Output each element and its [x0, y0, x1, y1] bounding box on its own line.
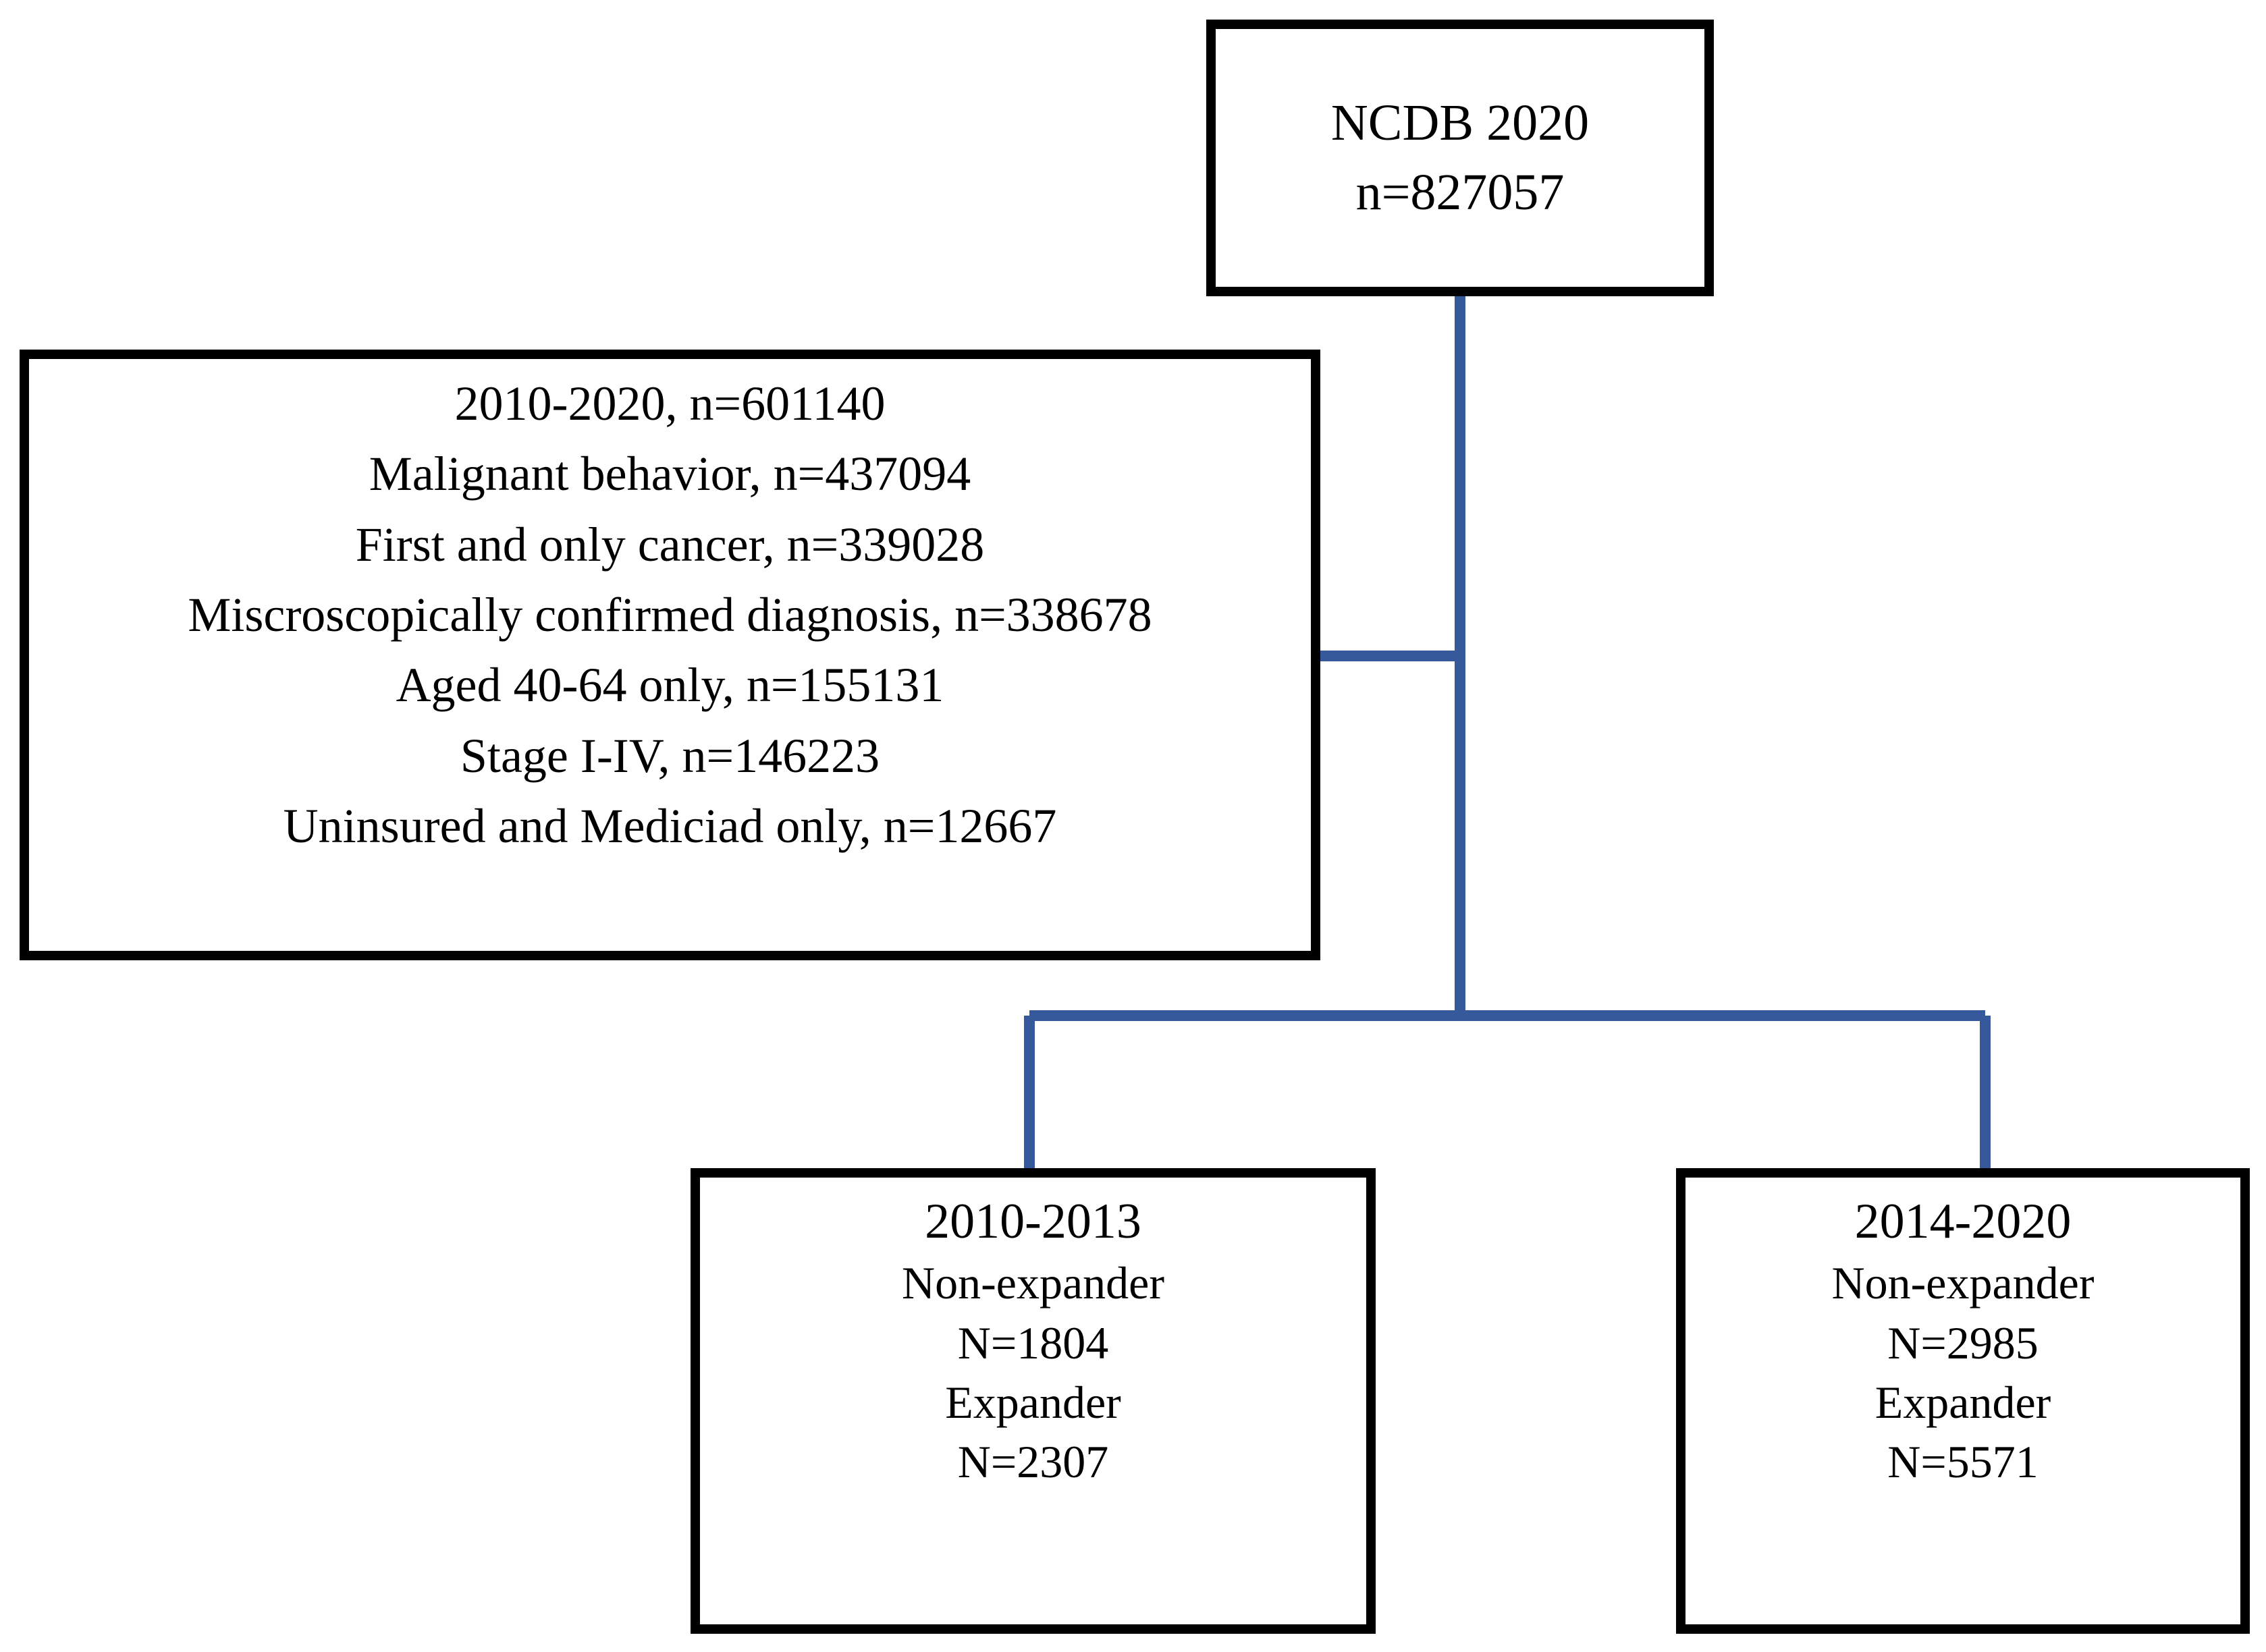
node-ncdb-line-2: n=827057	[1355, 164, 1565, 221]
cohort-early-heading: 2010-2013	[925, 1194, 1141, 1249]
node-ncdb-source: NCDB 2020 n=827057	[1206, 20, 1714, 296]
node-cohort-2014-2020: 2014-2020 Non-expander N=2985 Expander N…	[1676, 1168, 2250, 1634]
cohort-early-non-expander-label: Non-expander	[902, 1257, 1164, 1309]
cohort-late-heading: 2014-2020	[1854, 1194, 2072, 1249]
node-ncdb-line-1: NCDB 2020	[1330, 94, 1590, 152]
criteria-line-year-range: 2010-2020, n=601140	[454, 377, 886, 431]
node-cohort-2010-2013: 2010-2013 Non-expander N=1804 Expander N…	[691, 1168, 1376, 1634]
cohort-early-expander-count: N=2307	[957, 1435, 1109, 1487]
criteria-line-malignant-behavior: Malignant behavior, n=437094	[369, 447, 971, 501]
cohort-late-non-expander-count: N=2985	[1887, 1317, 2039, 1369]
cohort-late-expander-count: N=5571	[1887, 1435, 2039, 1487]
cohort-early-expander-label: Expander	[945, 1376, 1121, 1428]
criteria-line-first-only-cancer: First and only cancer, n=339028	[355, 517, 985, 572]
cohort-late-expander-label: Expander	[1874, 1376, 2051, 1428]
criteria-line-age-range: Aged 40-64 only, n=155131	[396, 658, 944, 713]
cohort-early-non-expander-count: N=1804	[957, 1317, 1109, 1369]
criteria-line-stage: Stage I-IV, n=146223	[460, 728, 880, 783]
node-inclusion-criteria: 2010-2020, n=601140 Malignant behavior, …	[20, 350, 1320, 960]
criteria-line-microscopic-confirmation: Miscroscopically confirmed diagnosis, n=…	[188, 587, 1152, 642]
cohort-late-non-expander-label: Non-expander	[1831, 1257, 2095, 1309]
criteria-line-insurance: Uninsured and Mediciad only, n=12667	[283, 798, 1057, 853]
